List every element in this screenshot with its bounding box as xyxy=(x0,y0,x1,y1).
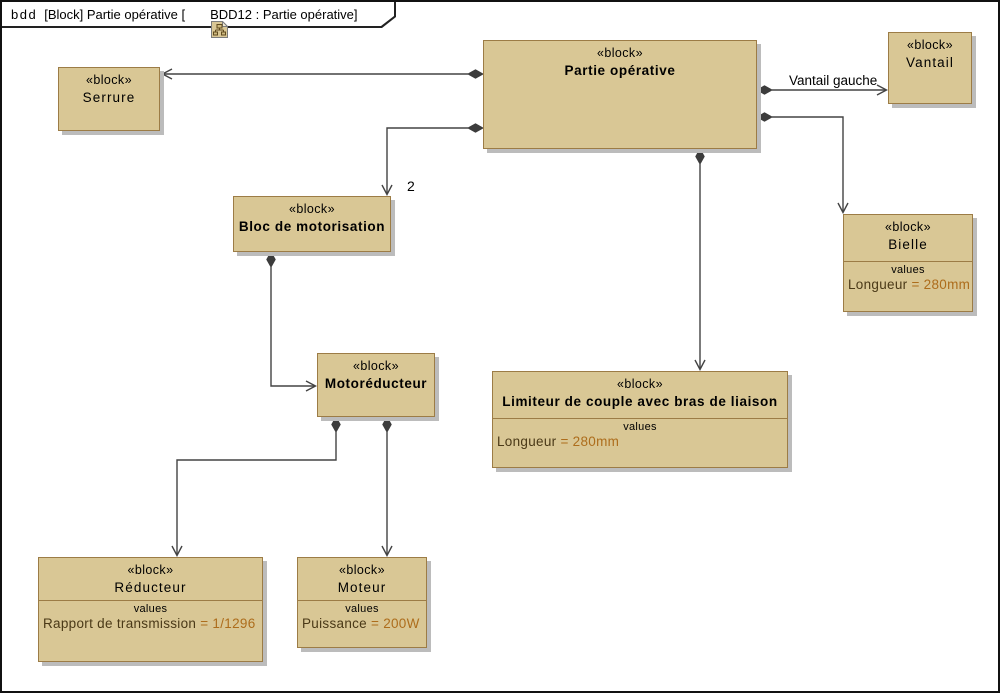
block-stereotype: «block» xyxy=(339,563,385,577)
block-name: Limiteur de couple avec bras de liaison xyxy=(502,394,778,410)
value-property: Longueur=280mm xyxy=(844,277,972,292)
values-compartment: values Rapport de transmission=1/1296 xyxy=(39,600,262,661)
bdd-diagram-icon xyxy=(189,6,229,38)
block-stereotype: «block» xyxy=(907,38,953,52)
value-property-value: 280mm xyxy=(923,277,971,292)
block-moteur[interactable]: «block» Moteur values Puissance =200W xyxy=(297,557,427,648)
composition-connector-motoreducteur[interactable] xyxy=(266,250,318,392)
value-property-value: 280mm xyxy=(572,434,620,449)
value-property: Rapport de transmission=1/1296 xyxy=(39,616,262,631)
block-title: «block» Moteur xyxy=(298,558,426,600)
multiplicity-label[interactable]: 2 xyxy=(407,178,415,194)
block-reducteur[interactable]: «block» Réducteur values Rapport de tran… xyxy=(38,557,263,662)
block-name: Moteur xyxy=(337,580,387,596)
block-stereotype: «block» xyxy=(617,377,663,391)
block-name: Réducteur xyxy=(114,580,187,596)
value-property: Puissance =200W xyxy=(298,616,426,631)
block-stereotype: «block» xyxy=(289,202,335,216)
value-property-value: 200W xyxy=(383,616,420,631)
values-compartment-label: values xyxy=(623,421,657,433)
block-bloc-de-motorisation[interactable]: «block» Bloc de motorisation xyxy=(233,196,391,252)
block-stereotype: «block» xyxy=(127,563,174,577)
block-name: Vantail xyxy=(906,55,954,71)
composition-connector-reducteur[interactable] xyxy=(171,415,341,558)
composition-connector-serrure[interactable] xyxy=(160,68,485,80)
values-compartment-label: values xyxy=(345,603,379,615)
block-name: Motoréducteur xyxy=(324,376,428,392)
diagram-header-tab: bdd [Block] Partie opérative [ BDD12 : P… xyxy=(2,2,396,38)
block-title: «block» Serrure xyxy=(59,68,159,108)
value-property: Longueur=280mm xyxy=(493,434,787,449)
diagram-context-label: [Block] Partie opérative [ xyxy=(44,6,186,22)
diagram-close-bracket: ] xyxy=(353,6,358,22)
value-property-name: Rapport de transmission xyxy=(43,616,197,631)
block-limiteur-de-couple[interactable]: «block» Limiteur de couple avec bras de … xyxy=(492,371,788,468)
value-equals: = xyxy=(200,616,209,631)
value-equals: = xyxy=(911,277,920,292)
block-stereotype: «block» xyxy=(86,73,132,87)
values-compartment: values Puissance =200W xyxy=(298,600,426,647)
block-partie-operative[interactable]: «block» Partie opérative xyxy=(483,40,757,149)
composition-connector-limiteur[interactable] xyxy=(694,147,706,372)
value-property-name: Puissance xyxy=(302,616,367,631)
block-name: Bielle xyxy=(888,237,928,253)
value-equals: = xyxy=(560,434,569,449)
block-title: «block» Limiteur de couple avec bras de … xyxy=(493,372,787,418)
block-title: «block» Bloc de motorisation xyxy=(234,197,390,237)
values-compartment: values Longueur=280mm xyxy=(844,261,972,311)
block-vantail[interactable]: «block» Vantail xyxy=(888,32,972,104)
block-name: Serrure xyxy=(82,90,136,106)
value-property-name: Longueur xyxy=(497,434,557,449)
block-name: Bloc de motorisation xyxy=(238,219,386,235)
value-equals: = xyxy=(371,616,380,631)
block-title: «block» Motoréducteur xyxy=(318,354,434,394)
value-property-name: Longueur xyxy=(848,277,908,292)
values-compartment-label: values xyxy=(133,603,168,615)
block-title: «block» Vantail xyxy=(889,33,971,73)
role-label-vantail-gauche[interactable]: Vantail gauche xyxy=(789,73,878,88)
value-property-value: 1/1296 xyxy=(212,616,256,631)
diagram-header-text: bdd [Block] Partie opérative [ BDD12 : P… xyxy=(11,2,358,38)
composition-connector-moteur[interactable] xyxy=(381,415,393,558)
block-stereotype: «block» xyxy=(597,46,643,60)
block-motoreducteur[interactable]: «block» Motoréducteur xyxy=(317,353,435,417)
composition-connector-bielle[interactable] xyxy=(755,112,849,215)
values-compartment: values Longueur=280mm xyxy=(493,418,787,467)
block-title: «block» Réducteur xyxy=(39,558,262,600)
composition-connector-vantail[interactable] xyxy=(755,84,889,96)
values-compartment-label: values xyxy=(891,264,925,276)
diagram-ref-label: BDD12 : Partie opérative xyxy=(210,6,354,22)
composition-connector-bloc-motorisation[interactable] xyxy=(381,123,485,197)
block-title: «block» Bielle xyxy=(844,215,972,261)
block-title: «block» Partie opérative xyxy=(484,41,756,81)
diagram-header-tab-fill xyxy=(2,2,394,26)
diagram-kind-label: bdd xyxy=(11,6,38,22)
block-name: Partie opérative xyxy=(564,63,676,79)
block-stereotype: «block» xyxy=(885,220,931,234)
block-bielle[interactable]: «block» Bielle values Longueur=280mm xyxy=(843,214,973,312)
block-serrure[interactable]: «block» Serrure xyxy=(58,67,160,131)
block-stereotype: «block» xyxy=(353,359,399,373)
